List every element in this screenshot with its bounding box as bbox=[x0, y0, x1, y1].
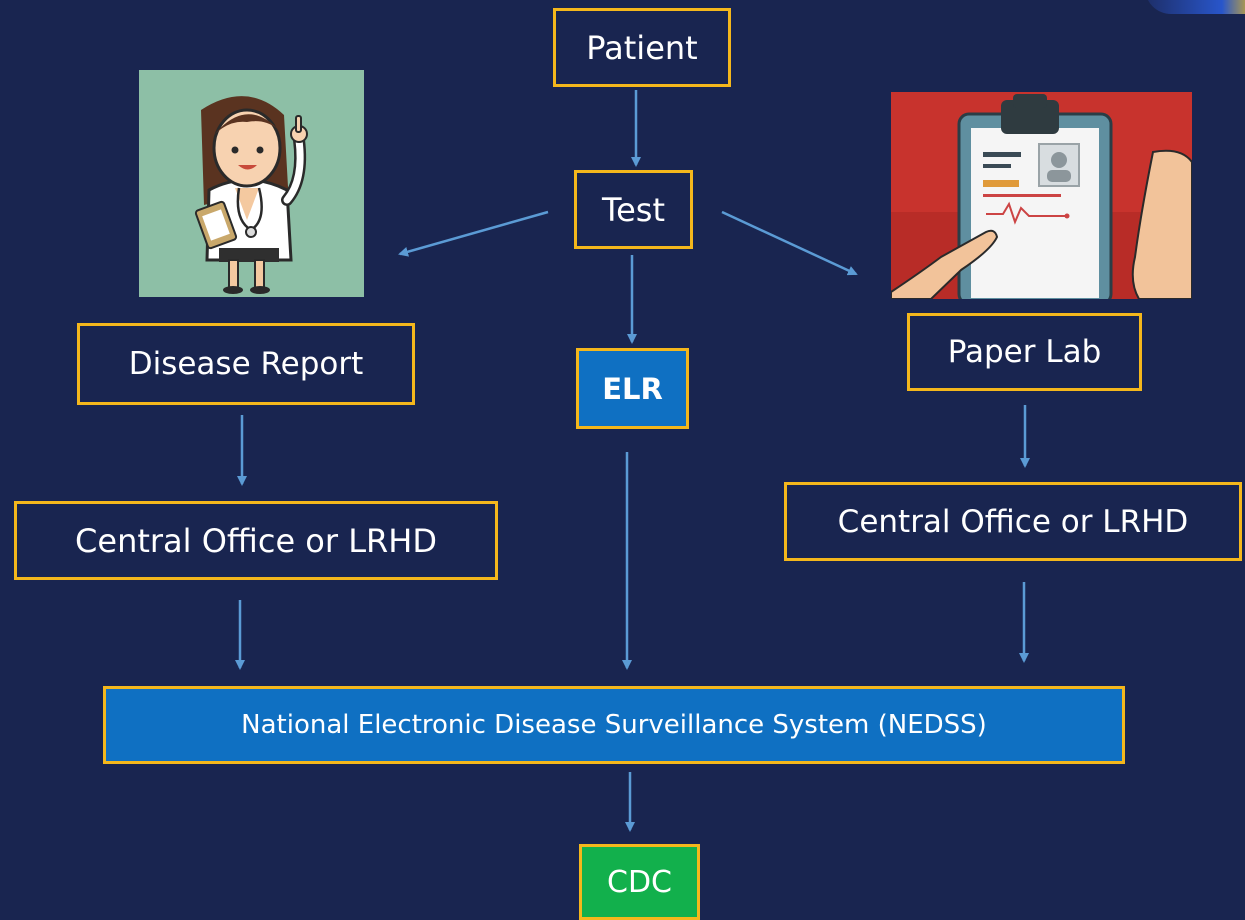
central-office-left-label: Central Office or LRHD bbox=[75, 521, 437, 560]
central-office-right-label: Central Office or LRHD bbox=[837, 503, 1189, 540]
paper-lab-label: Paper Lab bbox=[947, 334, 1102, 370]
patient-label: Patient bbox=[586, 28, 698, 67]
corner-decoration bbox=[1145, 0, 1245, 14]
arrow-test-to-lab bbox=[721, 210, 858, 276]
doctor-illustration bbox=[139, 70, 364, 297]
central-office-left-node: Central Office or LRHD bbox=[14, 501, 498, 580]
elr-label: ELR bbox=[602, 371, 663, 406]
arrow-test-to-provider bbox=[398, 210, 549, 257]
elr-node: ELR bbox=[576, 348, 689, 429]
test-label: Test bbox=[601, 190, 665, 229]
disease-report-node: Disease Report bbox=[77, 323, 415, 405]
central-office-right-node: Central Office or LRHD bbox=[784, 482, 1242, 561]
nedss-label: National Electronic Disease Surveillance… bbox=[241, 710, 987, 740]
clipboard-lab-report-illustration bbox=[891, 92, 1192, 299]
test-node: Test bbox=[574, 170, 693, 249]
patient-node: Patient bbox=[553, 8, 731, 87]
paper-lab-node: Paper Lab bbox=[907, 313, 1142, 391]
cdc-node: CDC bbox=[579, 844, 700, 920]
cdc-label: CDC bbox=[607, 864, 672, 900]
disease-report-label: Disease Report bbox=[128, 346, 364, 382]
nedss-node: National Electronic Disease Surveillance… bbox=[103, 686, 1125, 764]
